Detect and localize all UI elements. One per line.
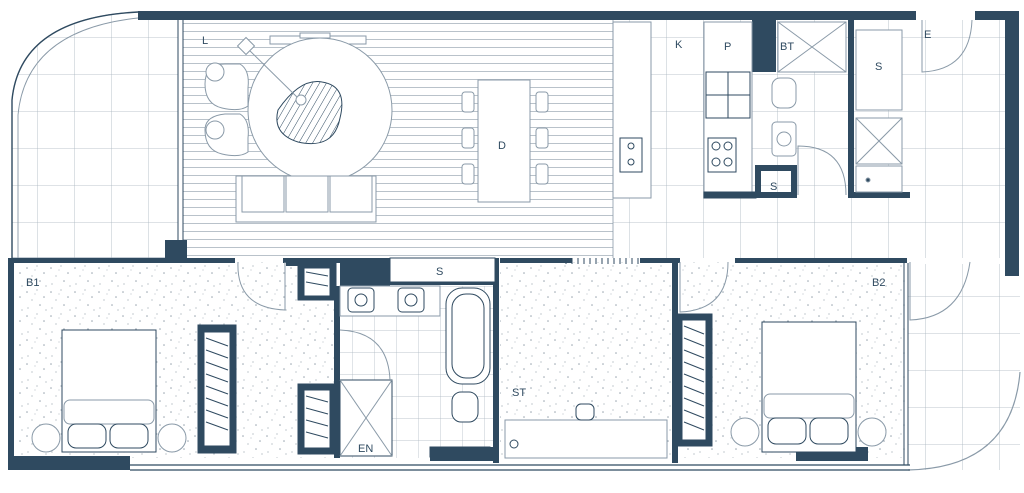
floor-lamp-base bbox=[236, 36, 256, 56]
pillow-1a bbox=[67, 423, 107, 449]
armchair-1 bbox=[204, 62, 249, 111]
label-dining: D bbox=[498, 140, 506, 152]
balcony-east-edge bbox=[907, 371, 1021, 471]
armchair-2 bbox=[204, 113, 249, 157]
study-window-marks bbox=[565, 258, 639, 264]
label-living: L bbox=[202, 35, 208, 47]
label-storage-entry: S bbox=[875, 61, 882, 73]
study-desk bbox=[504, 419, 668, 459]
living-furniture bbox=[204, 32, 393, 223]
door-bt bbox=[797, 145, 847, 196]
cooktop bbox=[707, 137, 737, 173]
door-en bbox=[339, 329, 391, 381]
sofa bbox=[235, 175, 377, 223]
door-b2 bbox=[679, 261, 729, 313]
floor-lamp-arm bbox=[244, 45, 301, 101]
label-bedroom-1: B1 bbox=[26, 277, 39, 289]
room-labels: L K P BT E S D S S B1 B2 ST EN bbox=[26, 29, 931, 455]
kitchen-sink bbox=[619, 137, 643, 173]
label-entry: E bbox=[924, 29, 931, 41]
study-furniture bbox=[504, 258, 668, 459]
dining-furniture bbox=[461, 79, 549, 203]
bedside-2a bbox=[730, 417, 760, 447]
label-ensuite: EN bbox=[358, 443, 373, 455]
balcony-west-floor bbox=[11, 11, 179, 259]
balcony-west-inner bbox=[17, 17, 139, 258]
bedroom-2-furniture bbox=[675, 261, 887, 453]
label-storage-small: S bbox=[770, 181, 777, 193]
floor-lamp-head bbox=[295, 94, 307, 106]
label-bath-toilet: BT bbox=[780, 41, 794, 53]
bedside-1b bbox=[157, 423, 187, 453]
pillow-2a bbox=[767, 417, 807, 445]
kitchen-fixtures bbox=[612, 21, 757, 199]
bedside-2b bbox=[857, 417, 887, 447]
bedside-1a bbox=[31, 423, 61, 453]
label-pantry: P bbox=[724, 41, 731, 53]
hall-storage bbox=[389, 257, 496, 283]
toilet-bt bbox=[771, 77, 797, 109]
bedroom-1-furniture bbox=[31, 261, 337, 455]
pillow-1b bbox=[109, 423, 149, 449]
ensuite-fixtures bbox=[339, 285, 491, 458]
balcony-west-outline bbox=[11, 11, 139, 258]
bath-toilet-fixtures bbox=[771, 21, 847, 196]
walls bbox=[8, 11, 1019, 470]
label-study: ST bbox=[512, 387, 526, 399]
dining-table bbox=[477, 79, 531, 203]
label-storage-hall: S bbox=[436, 266, 443, 278]
balcony-east-floor bbox=[908, 264, 1020, 470]
toilet-en bbox=[451, 391, 479, 423]
desk-lamp bbox=[509, 439, 519, 449]
pillow-2b bbox=[809, 417, 849, 445]
label-kitchen: K bbox=[675, 39, 683, 51]
study-chair bbox=[575, 403, 595, 421]
tv bbox=[299, 32, 331, 39]
laundry-fixtures bbox=[855, 29, 903, 193]
coffee-table bbox=[276, 81, 343, 144]
door-b1 bbox=[237, 261, 286, 311]
dining-chairs bbox=[461, 91, 549, 185]
label-bedroom-2: B2 bbox=[872, 277, 885, 289]
entry-doors bbox=[909, 19, 973, 321]
